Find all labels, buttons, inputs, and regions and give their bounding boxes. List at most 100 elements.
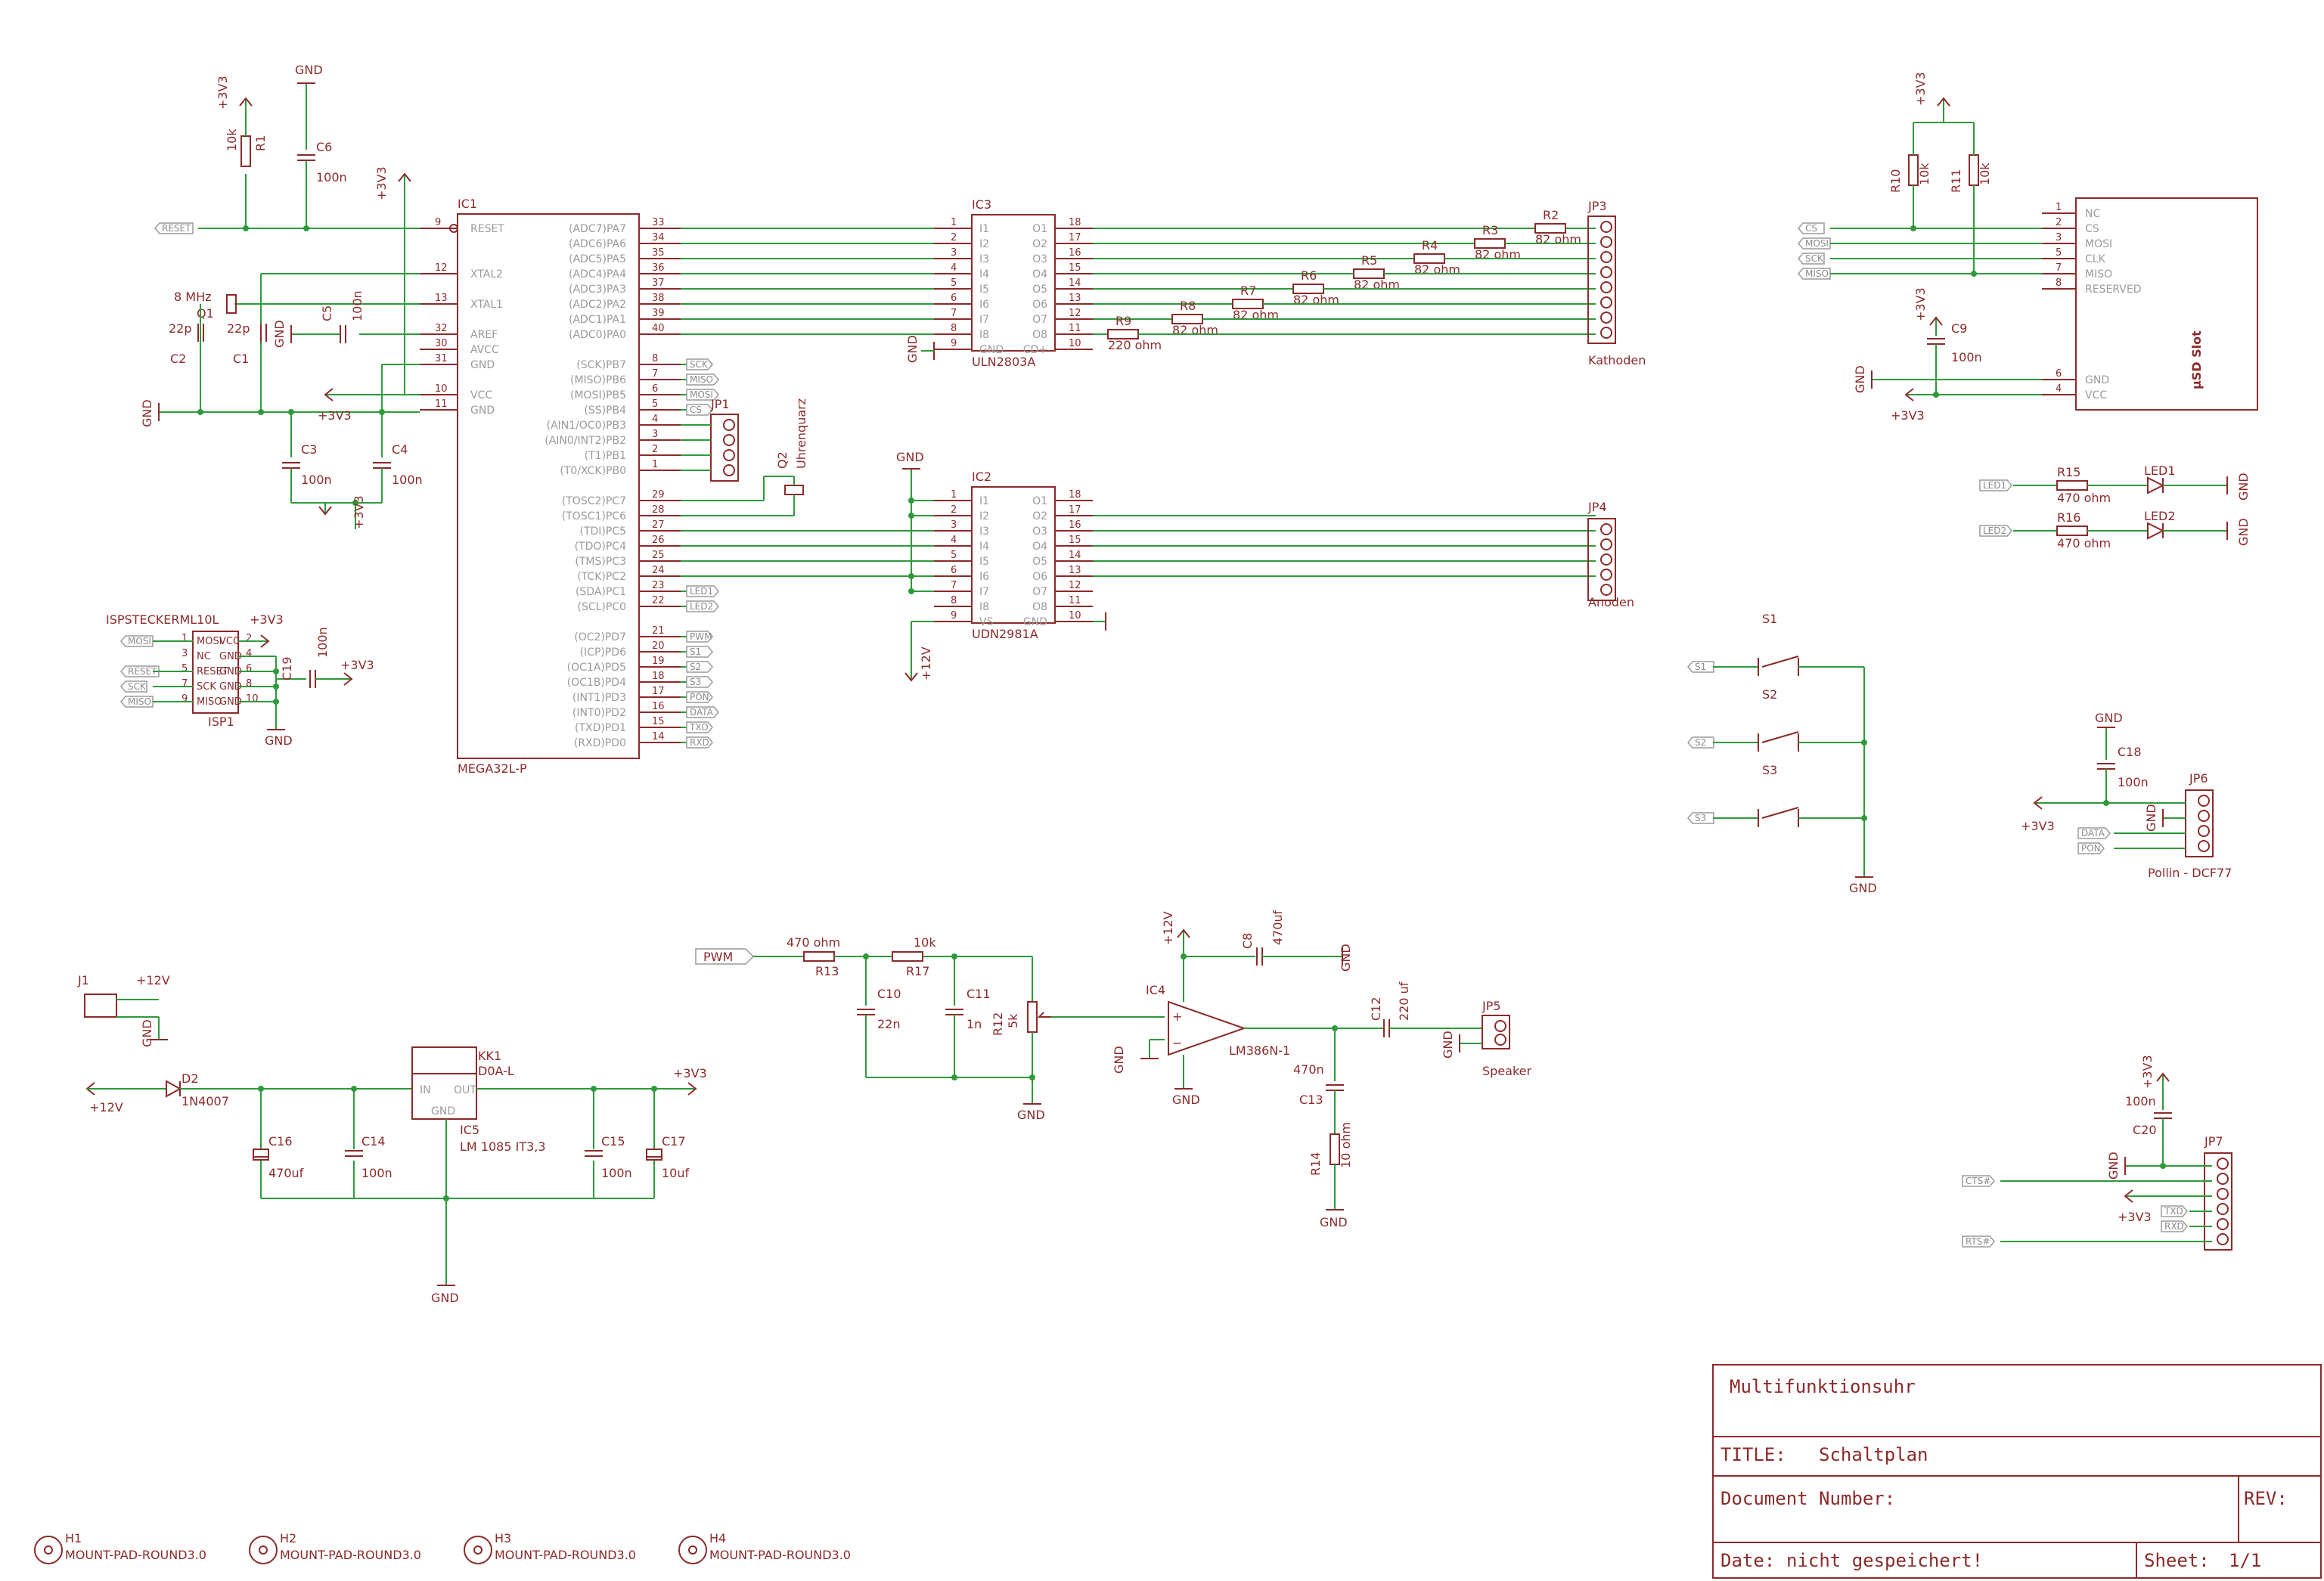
ic2-pin-number: 14 — [1069, 550, 1081, 561]
ic1-pin-name: (MISO)PB6 — [570, 374, 626, 386]
ic1-tag-pd1 — [686, 721, 713, 733]
jp3-connector-pin — [1600, 236, 1612, 248]
isp-pin-number: 3 — [182, 648, 188, 659]
ic2-pin-name: I5 — [979, 556, 989, 568]
sheet-value: 1/1 — [2229, 1550, 2261, 1571]
c6-name: C6 — [316, 140, 332, 154]
reset-inverter-bubble — [449, 224, 458, 233]
ic1-pin-name: (AIN0/INT2)PB2 — [545, 435, 626, 447]
resistor-r13 — [803, 951, 835, 962]
ic1-pin-number: 17 — [652, 686, 665, 697]
ic1-tag-pd2 — [686, 706, 719, 718]
junction-dot — [1181, 953, 1187, 959]
sd-pin-number: 3 — [2056, 232, 2062, 243]
supply-arrow — [318, 506, 332, 516]
jp4-label: Anoden — [1588, 595, 1634, 609]
ic2-pin-number: 16 — [1069, 519, 1081, 531]
sd-slot-body — [2075, 197, 2258, 411]
ic2-pin-number: 15 — [1069, 535, 1081, 546]
sd-pin-number: 7 — [2056, 262, 2062, 274]
ic1-pin-name: (ICP)PD6 — [580, 646, 626, 659]
led-symbol-led1 — [2147, 476, 2165, 494]
ic1-pin-name: (TXD)PD1 — [575, 722, 626, 734]
title-block-frame — [1712, 1364, 2322, 1579]
ic1-pin-name: (ADC4)PA4 — [569, 268, 626, 281]
ic3-pin-name: I6 — [979, 299, 989, 311]
ic1-pin-name: (ADC6)PA6 — [569, 238, 626, 250]
v33-label: +3V3 — [2140, 1055, 2155, 1089]
switch-lever-s1 — [1761, 656, 1799, 668]
ic3-pin-name: O8 — [1032, 329, 1047, 341]
ic1-pin-name: (TDO)PC4 — [575, 541, 626, 553]
ic1-tag-pb6-text: MISO — [690, 374, 713, 385]
c13-value: 470n — [1293, 1062, 1324, 1077]
ic1-pin-name: (INT0)PD2 — [572, 707, 626, 719]
c19-value: 100n — [315, 627, 330, 658]
v12-label: +12V — [1161, 911, 1175, 945]
junction-dot — [951, 953, 957, 959]
v33-label: +3V3 — [216, 76, 230, 110]
isp-pin-number: 4 — [246, 648, 252, 659]
q1-value: 8 MHz — [174, 290, 212, 304]
jp3-connector-pin — [1600, 281, 1612, 293]
ic1-pin-name: (TMS)PC3 — [575, 556, 626, 568]
pwm-tag-text: PWM — [703, 950, 733, 964]
gnd-label: GND — [1339, 944, 1353, 972]
isp-pin-name: GND — [219, 666, 242, 677]
ic3-pin-name: CD+ — [1023, 344, 1047, 356]
ic1-pin-name: (SCL)PC0 — [577, 601, 626, 613]
ic1-pin-number: 13 — [435, 293, 448, 304]
jp1-connector-pin — [723, 434, 735, 446]
junction-dot — [863, 953, 869, 959]
ic2-pin-number: 10 — [1069, 610, 1081, 622]
ic1-body — [457, 213, 640, 759]
isp-pin-name: VCC — [219, 636, 240, 647]
jp6-name: JP6 — [2189, 771, 2208, 786]
ic1-tag-pb7-text: SCK — [690, 359, 709, 370]
resistor-name: R16 — [2057, 510, 2080, 525]
junction-dot — [908, 513, 914, 519]
jp6-connector-pin — [2198, 825, 2210, 837]
supply-arrow — [1177, 928, 1190, 938]
ic1-tag-pd4-text: S3 — [690, 677, 701, 687]
jp4-connector-pin — [1600, 538, 1612, 550]
heatsink-kk1 — [411, 1046, 477, 1074]
isp-pin-number: 7 — [182, 678, 188, 690]
ic1-tag-pb7 — [686, 358, 713, 370]
c12-value: 220 uf — [1397, 981, 1411, 1021]
ic1-pin-name: (INT1)PD3 — [572, 692, 626, 704]
ic1-pin-number: 30 — [435, 338, 448, 349]
isp-tag-miso-text: MISO — [128, 696, 151, 707]
gnd-label: GND — [140, 1019, 154, 1047]
ic1-pin-name: XTAL1 — [470, 299, 503, 311]
ic1-pin-number: 40 — [652, 323, 665, 334]
ic2-pin-name: I3 — [979, 525, 989, 538]
reset-tag — [154, 222, 194, 234]
ic1-pin-number: 27 — [652, 519, 665, 531]
project-name: Multifunktionsuhr — [1730, 1376, 1916, 1397]
sd-pin-number: 1 — [2056, 202, 2062, 213]
ic1-pin-number: 3 — [652, 429, 658, 440]
pot-wiper — [1037, 1012, 1051, 1018]
ic1-value: MEGA32L-P — [458, 761, 527, 776]
ic3-pin-number: 5 — [951, 277, 957, 289]
supply-arrow — [2156, 1072, 2170, 1082]
junction-dot — [303, 225, 309, 231]
mount-hole-center — [688, 1545, 697, 1555]
isp-pin-number: 8 — [246, 678, 252, 690]
junction-dot — [1971, 271, 1977, 277]
ic1-tag-pb5 — [686, 389, 719, 401]
supply-arrow — [239, 97, 253, 107]
mount-hole-h3 — [464, 1536, 492, 1564]
opamp-lm386 — [1168, 1000, 1247, 1056]
ic3-pin-number: 18 — [1069, 217, 1081, 228]
junction-dot — [258, 1086, 264, 1092]
c3-name: C3 — [301, 442, 317, 457]
isp-pin-number: 5 — [182, 663, 188, 674]
c13-name: C13 — [1299, 1093, 1323, 1107]
switch-tag-s2-text: S2 — [1695, 737, 1706, 748]
ic1-tag-pd6-text: S1 — [690, 646, 701, 657]
junction-dot — [273, 699, 279, 705]
c9-name: C9 — [1951, 321, 1967, 336]
jp6-tag-data — [2077, 827, 2111, 839]
